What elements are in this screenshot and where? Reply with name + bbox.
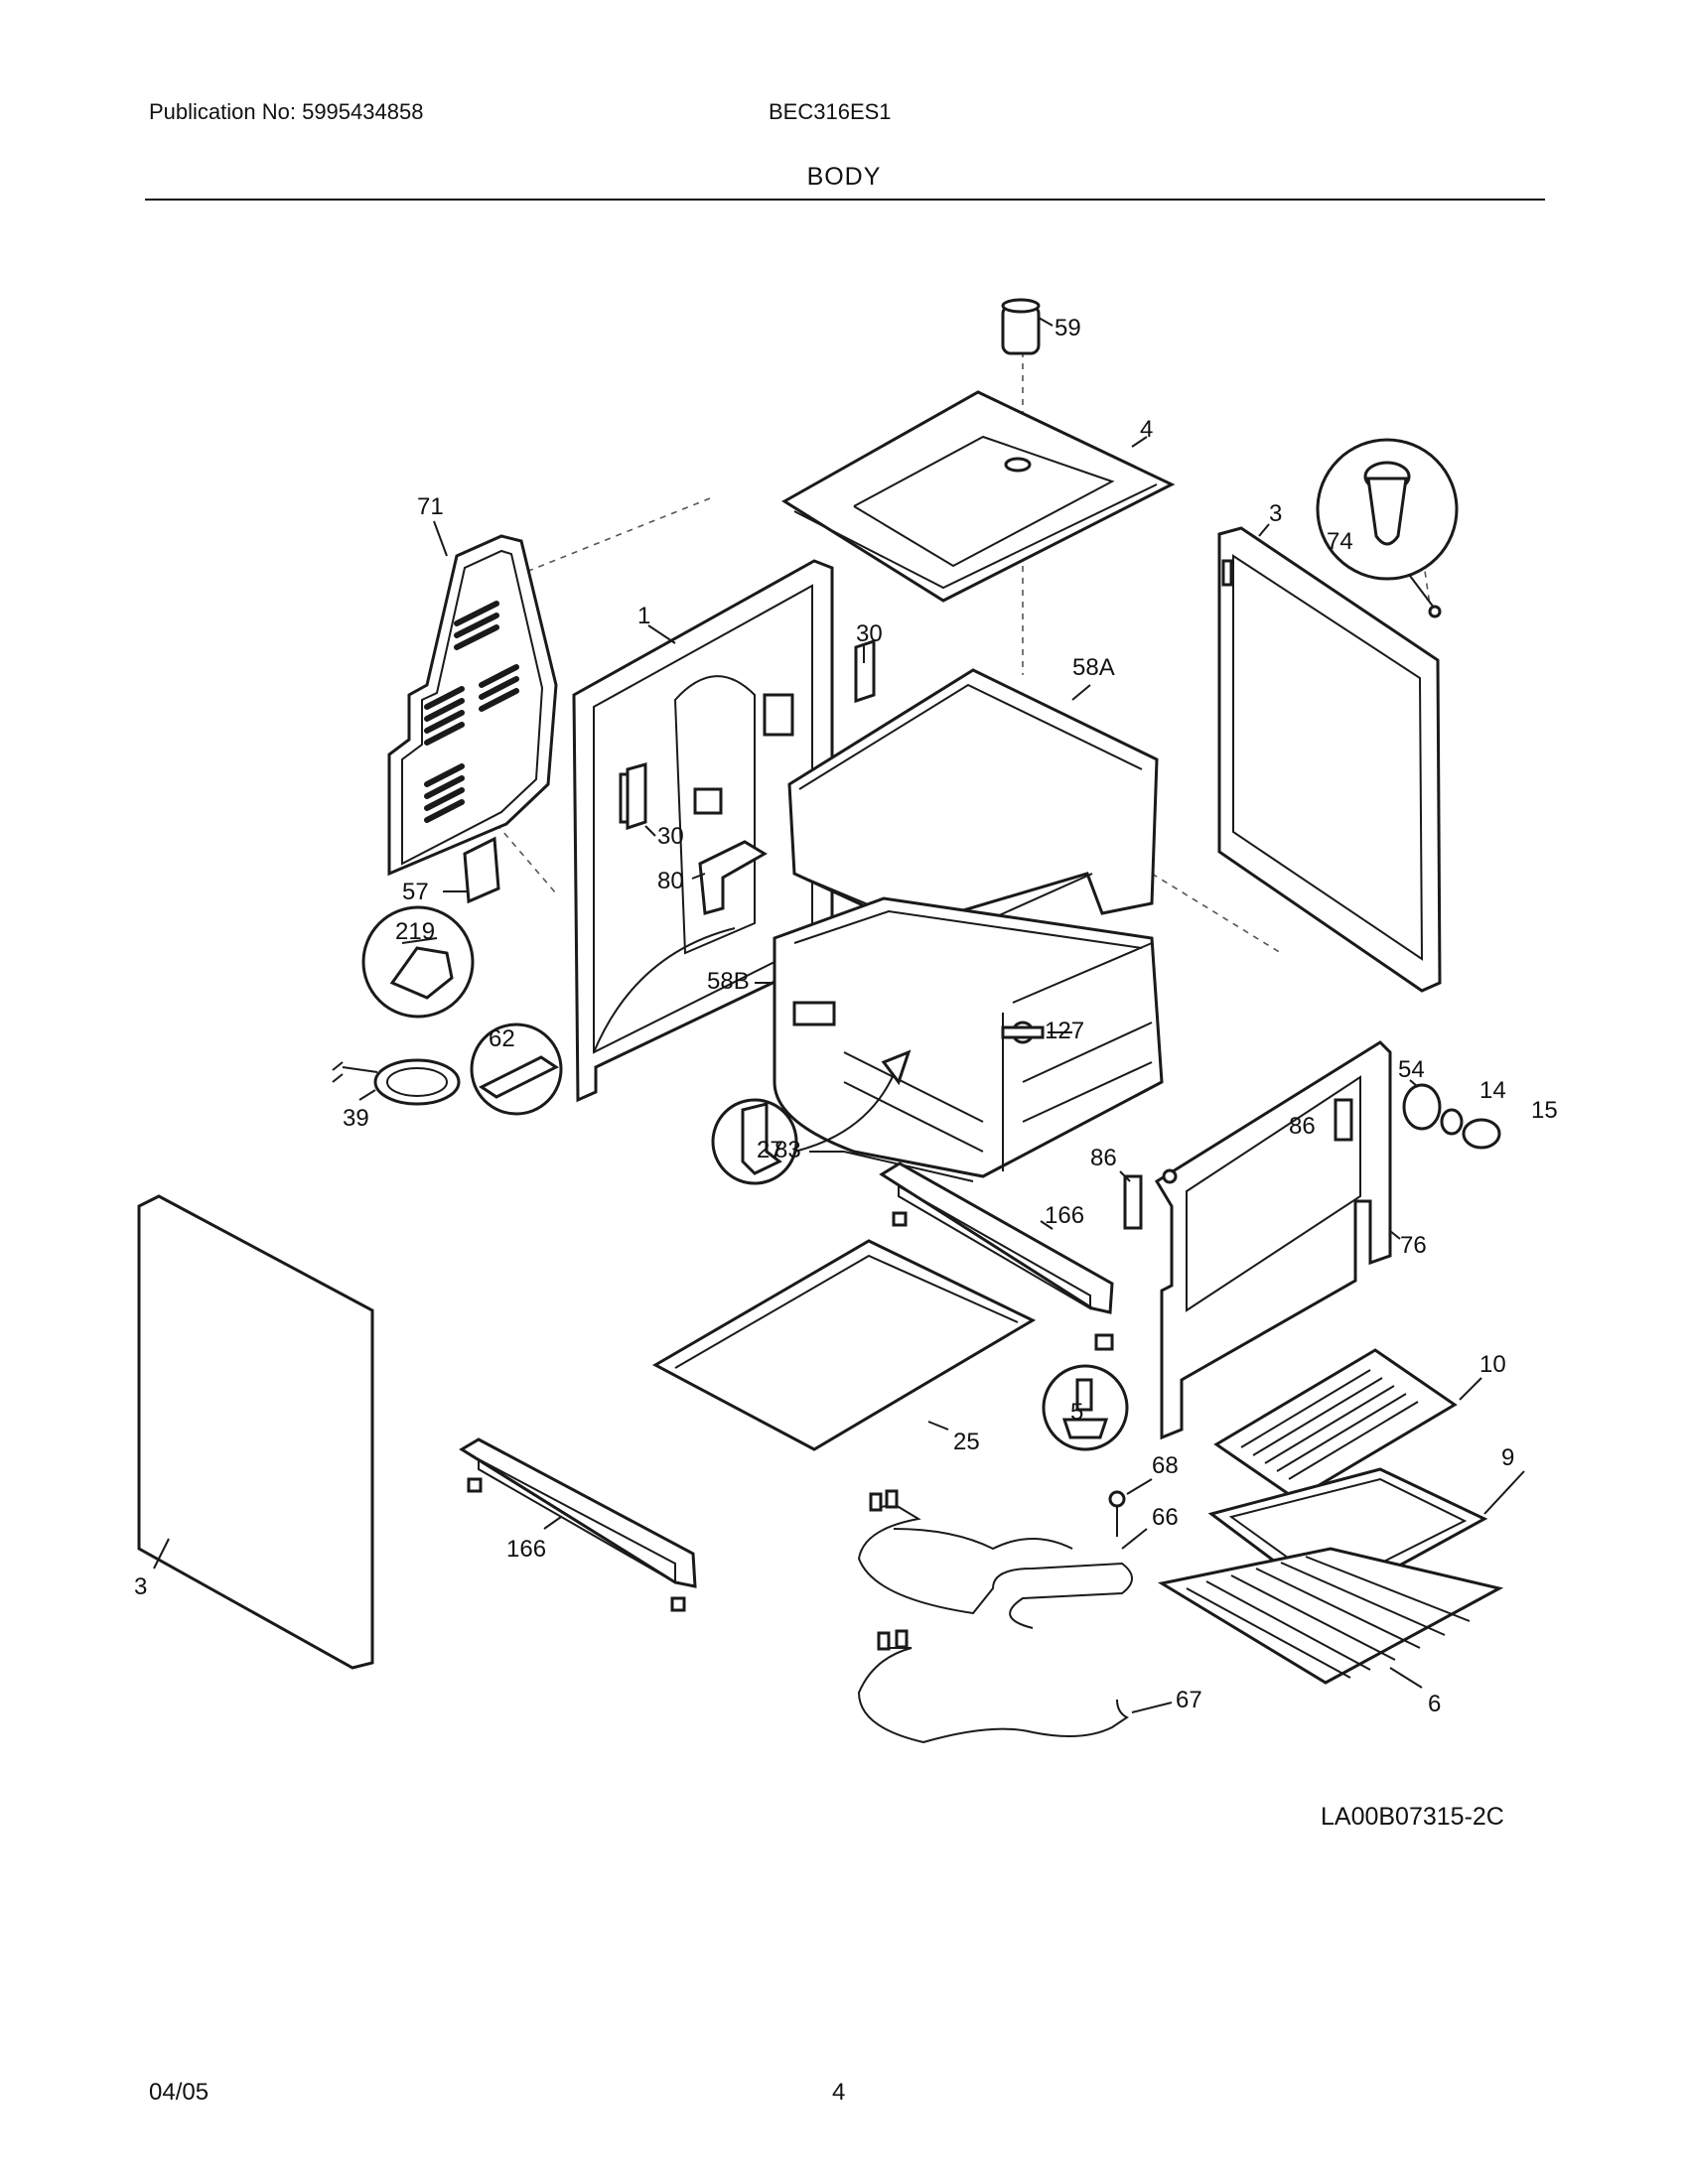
- callout-9: 9: [1501, 1444, 1514, 1471]
- part-219-inset: [361, 905, 475, 1019]
- part-83-bottom: [843, 1151, 974, 1182]
- callout-4: 4: [1140, 416, 1153, 443]
- part-67-bake-element: [857, 1629, 1129, 1744]
- callout-74: 74: [1327, 528, 1353, 555]
- callout-3-right: 3: [1269, 500, 1282, 527]
- callout-54: 54: [1398, 1056, 1425, 1083]
- callout-30-mid: 30: [657, 823, 684, 850]
- part-86-hinge-receivers: [1123, 1174, 1143, 1230]
- part-30-brackets: [626, 638, 876, 831]
- page-number: 4: [832, 2079, 846, 2106]
- rack-wires: [1186, 1556, 1471, 1679]
- callout-27: 27: [757, 1137, 783, 1163]
- part-oven-cavity: [773, 896, 1164, 1178]
- callout-3-left: 3: [134, 1573, 147, 1600]
- callout-76: 76: [1400, 1232, 1427, 1259]
- callout-86-frame: 86: [1289, 1113, 1316, 1140]
- callout-59: 59: [1055, 315, 1081, 341]
- publication-number: Publication No: 5995434858: [149, 99, 424, 124]
- callout-leaders: [153, 317, 1525, 1713]
- part-127-sensor: [1001, 1021, 1045, 1044]
- callout-68: 68: [1152, 1452, 1179, 1479]
- part-5-leveling-leg-inset: [1042, 1333, 1129, 1451]
- part-57-cover-plate: [463, 836, 500, 904]
- callout-30-top: 30: [856, 620, 883, 647]
- grid-slots: [1240, 1369, 1419, 1480]
- part-71-rear-cover: [387, 534, 558, 877]
- callout-71: 71: [417, 493, 444, 520]
- part-76-front-frame: [1154, 1040, 1392, 1440]
- part-74-knob-inset: [1316, 438, 1459, 618]
- part-6-oven-rack: [1157, 1547, 1504, 1685]
- callout-66: 66: [1152, 1504, 1179, 1531]
- callout-10: 10: [1479, 1351, 1506, 1378]
- part-3-left-side-panel: [137, 1194, 374, 1670]
- part-59-cylinder-knob: [1001, 298, 1041, 355]
- model-number: BEC316ES1: [769, 99, 892, 124]
- callout-5: 5: [1070, 1399, 1083, 1426]
- part-light-assembly: [1402, 1083, 1501, 1150]
- callout-57: 57: [402, 879, 429, 905]
- callout-80: 80: [657, 868, 684, 894]
- callout-67: 67: [1176, 1687, 1202, 1713]
- callout-58b: 58B: [707, 968, 750, 995]
- part-166-front-rail-upper: [879, 1161, 1114, 1314]
- part-25-bottom-panel: [651, 1239, 1037, 1451]
- part-4-top-panel: [781, 390, 1176, 603]
- callout-15: 15: [1531, 1097, 1558, 1124]
- part-68-screw: [1108, 1490, 1126, 1537]
- callout-1: 1: [637, 603, 650, 629]
- callout-labels: 59 4 71 1 30 74 3 58A 57 30 80 219 58B 6…: [134, 315, 1558, 1717]
- part-80-bracket: [698, 840, 768, 915]
- part-10-broiler-grid: [1213, 1348, 1458, 1501]
- section-title: BODY: [806, 163, 882, 191]
- part-62-terminal-block-inset: [470, 1023, 563, 1116]
- assembly-guide-lines: [495, 328, 1431, 954]
- part-166-front-rail-lower: [459, 1437, 697, 1612]
- callout-62: 62: [489, 1025, 515, 1052]
- part-3-right-side-panel: [1217, 526, 1442, 993]
- part-66-broil-element: [857, 1489, 1133, 1629]
- callout-127: 127: [1045, 1018, 1084, 1044]
- footer-date: 04/05: [149, 2079, 210, 2106]
- callout-219: 219: [395, 918, 435, 945]
- part-58a-insulation-top: [787, 668, 1159, 940]
- callout-83: 83: [774, 1137, 801, 1163]
- callout-6: 6: [1428, 1691, 1441, 1717]
- header-rule: [145, 199, 1545, 201]
- vent-slots: [424, 601, 519, 823]
- callout-14: 14: [1479, 1077, 1506, 1104]
- diagram-code: LA00B07315-2C: [1321, 1803, 1504, 1831]
- callout-166-lower: 166: [506, 1536, 546, 1563]
- part-39-power-cord: [332, 1058, 461, 1106]
- part-27-bracket-inset: [711, 1049, 912, 1185]
- callout-58a: 58A: [1072, 654, 1115, 681]
- callout-25: 25: [953, 1429, 980, 1455]
- callout-166-upper: 166: [1045, 1202, 1084, 1229]
- callout-86-upper: 86: [1090, 1145, 1117, 1171]
- callout-39: 39: [343, 1105, 369, 1132]
